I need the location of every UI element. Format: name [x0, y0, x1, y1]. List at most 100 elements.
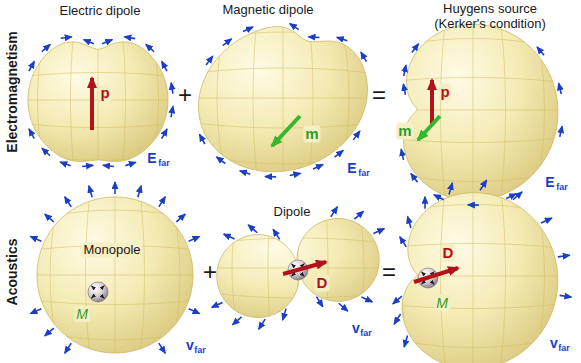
plus-sign: +	[203, 258, 217, 286]
far-field-arrow	[404, 65, 406, 76]
far-field-arrow	[42, 148, 50, 155]
far-field-arrow	[233, 317, 242, 325]
field-symbol: E	[545, 174, 554, 190]
far-field-arrow	[353, 131, 360, 140]
far-field-arrow	[159, 343, 165, 353]
far-field-arrow	[403, 84, 405, 95]
far-field-arrow	[103, 165, 114, 166]
far-field-arrow	[316, 297, 322, 307]
panel-title: Dipole	[274, 205, 311, 220]
far-field-arrow	[558, 255, 570, 257]
mesh-lines	[0, 75, 315, 363]
equals-sign: =	[372, 81, 386, 109]
electric-dipole-vector	[430, 80, 434, 126]
pattern-surface	[404, 24, 558, 200]
far-field-arrow	[290, 24, 299, 30]
far-field-arrow	[61, 37, 72, 38]
far-field-arrow	[243, 27, 253, 32]
far-field-arrow	[29, 129, 34, 139]
field-subscript: far	[556, 182, 568, 192]
field-subscript: far	[194, 345, 206, 355]
field-symbol: v	[186, 337, 194, 353]
field-symbol: E	[347, 160, 356, 176]
far-field-arrow	[408, 217, 411, 229]
far-field-arrow	[394, 314, 400, 324]
source-sphere	[88, 282, 108, 302]
far-field-arrow	[162, 129, 167, 139]
far-field-arrow	[159, 197, 165, 207]
far-field-arrow	[401, 149, 403, 160]
far-field-arrow	[189, 309, 200, 314]
far-field-arrow	[361, 52, 367, 61]
vector-symbol: m	[303, 125, 320, 142]
far-field-arrow	[335, 150, 344, 157]
source-symbol: M	[74, 306, 90, 322]
far-field-arrow	[265, 176, 276, 178]
far-field-arrow	[171, 83, 173, 94]
vector-symbol: D	[315, 274, 330, 291]
far-field-arrow	[283, 309, 286, 321]
far-field-arrow	[541, 218, 552, 223]
far-field-arrow	[339, 303, 348, 311]
far-field-arrow	[337, 37, 347, 40]
magnetic-dipole-vector	[418, 116, 440, 140]
far-field-arrow	[404, 335, 407, 347]
panel-title: Magnetic dipole	[222, 3, 313, 18]
far-field-arrow	[224, 234, 235, 239]
far-field-arrow	[102, 40, 112, 44]
far-field-arrow	[29, 61, 34, 71]
magnetic-dipole-vector	[272, 116, 300, 146]
far-field-arrow	[30, 309, 41, 314]
equals-sign: =	[382, 258, 396, 286]
far-field-arrow	[65, 197, 71, 207]
far-field-arrow	[114, 182, 116, 194]
far-field-arrow	[480, 180, 486, 190]
far-field-arrow	[65, 343, 71, 353]
far-field-arrow	[449, 183, 452, 195]
far-field-arrow	[146, 44, 154, 51]
far-field-arrow	[162, 61, 167, 71]
far-field-arrow	[138, 186, 141, 198]
far-field-arrow	[240, 171, 250, 174]
far-field-arrow	[42, 44, 50, 51]
far-field-arrow	[411, 174, 418, 183]
far-field-arrow	[176, 214, 185, 222]
far-field-arrow	[30, 236, 41, 241]
far-field-arrow	[537, 47, 544, 55]
acoustic-dipole-vector	[283, 262, 326, 274]
radiation-pattern	[0, 75, 315, 363]
far-field-arrow	[212, 302, 223, 307]
field-symbol: v	[550, 335, 558, 351]
far-field-arrow	[560, 126, 562, 137]
electric-dipole-vector	[90, 78, 94, 130]
vector-symbol: p	[98, 84, 111, 101]
panel-title: Electric dipole	[60, 4, 141, 19]
plus-sign: +	[178, 81, 192, 109]
far-field-arrow	[308, 36, 319, 38]
far-field-arrow	[206, 56, 213, 65]
far-field-arrow	[89, 186, 92, 198]
far-field-arrow	[559, 83, 562, 94]
far-field-arrow	[313, 164, 323, 169]
field-symbol: E	[147, 150, 156, 166]
far-field-arrow	[560, 295, 572, 297]
panel-title: Huygens source (Kerker's condition)	[424, 2, 556, 32]
mesh-lines	[273, 76, 581, 363]
vector-symbol: m	[396, 122, 413, 139]
far-field-arrow	[84, 40, 94, 44]
far-field-arrow	[290, 173, 301, 175]
acoustic-dipole-vector	[414, 268, 458, 282]
far-field-arrow	[216, 157, 225, 164]
field-subscript: far	[558, 343, 570, 353]
far-field-arrow	[223, 39, 232, 46]
far-field-arrow	[125, 162, 135, 165]
pattern-surface	[402, 193, 558, 363]
far-field-arrow	[373, 229, 384, 234]
far-field-arrow	[60, 162, 70, 166]
far-field-arrow	[513, 192, 522, 200]
field-subscript: far	[360, 328, 372, 338]
far-field-arrow	[259, 319, 265, 329]
far-field-arrow	[124, 37, 135, 39]
far-field-arrow	[82, 165, 93, 166]
